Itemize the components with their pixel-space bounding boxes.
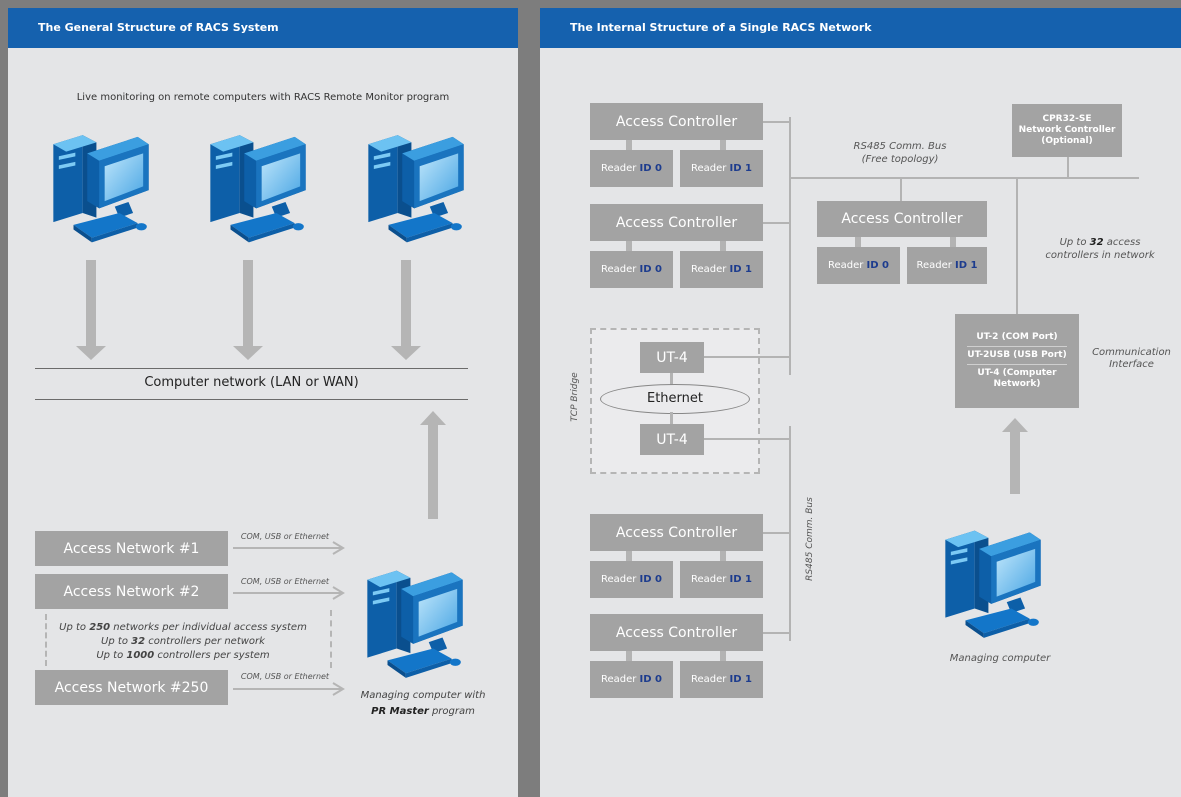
network-line-bottom [35,399,468,400]
up-to-32-note: Up to 32 access controllers in network [1045,237,1155,261]
access-controller: Access Controller [590,614,763,651]
reader-id1: Reader ID 1 [680,251,763,288]
dashed-right [330,610,332,668]
arrow-right-icon [233,586,345,600]
communication-interface-box: UT-2 (COM Port) UT-2USB (USB Port) UT-4 … [955,314,1079,408]
bus-vertical-bottom [789,426,791,641]
rs485-bus-label: RS485 Comm. Bus (Free topology) [853,141,947,165]
reader-id0: Reader ID 0 [590,561,673,598]
ethernet-ellipse: Ethernet [600,384,750,414]
arrow-down-icon [391,260,421,360]
monitoring-caption: Live monitoring on remote computers with… [76,92,450,103]
access-network-1: Access Network #1 [35,531,228,566]
reader-id1: Reader ID 1 [680,561,763,598]
access-network-2: Access Network #2 [35,574,228,609]
access-controller: Access Controller [590,514,763,551]
limit-line-2: Up to 32 controllers per network [101,636,265,647]
access-controller: Access Controller [817,201,987,237]
connection-label-1: COM, USB or Ethernet [240,532,330,541]
computer-icon [203,118,313,253]
reader-id1: Reader ID 1 [907,247,987,284]
reader-id0: Reader ID 0 [590,150,673,187]
right-panel-title: The Internal Structure of a Single RACS … [540,8,1181,48]
left-panel: The General Structure of RACS System Liv… [8,8,518,797]
bus-horizontal [789,177,1139,179]
limits-text: Up to 250 networks per individual access… [48,621,318,663]
comm-interface-label: Communication Interface [1092,347,1171,370]
reader-id0: Reader ID 0 [590,661,673,698]
computer-icon [361,118,471,253]
reader-id0: Reader ID 0 [590,251,673,288]
ut4-top: UT-4 [640,342,704,373]
arrow-up-icon [1002,418,1028,494]
dashed-left [45,614,47,666]
bus-vertical-top [789,117,791,375]
managing-caption: Managing computer with PR Master program [360,690,486,717]
limit-line-3: Up to 1000 controllers per system [96,650,270,661]
ut4-bottom: UT-4 [640,424,704,455]
access-controller: Access Controller [590,103,763,140]
reader-id0: Reader ID 0 [817,247,900,284]
connection-label-2: COM, USB or Ethernet [240,577,330,586]
left-panel-title: The General Structure of RACS System [8,8,518,48]
arrow-right-icon [233,541,345,555]
access-network-250: Access Network #250 [35,670,228,705]
reader-id1: Reader ID 1 [680,150,763,187]
computer-icon [938,516,1048,646]
cpr32-se-box: CPR32-SE Network Controller (Optional) [1012,104,1122,157]
managing-computer-label: Managing computer [949,653,1051,664]
rs485-vertical-label: RS485 Comm. Bus [805,497,815,581]
access-controller: Access Controller [590,204,763,241]
network-line-top [35,368,468,369]
network-label: Computer network (LAN or WAN) [144,375,359,390]
arrow-right-icon [233,682,345,696]
reader-id1: Reader ID 1 [680,661,763,698]
connection-label-3: COM, USB or Ethernet [240,672,330,681]
tcp-bridge-label: TCP Bridge [570,372,580,422]
arrow-down-icon [76,260,106,360]
computer-icon [360,556,470,686]
limit-line-1: Up to 250 networks per individual access… [59,622,307,633]
arrow-up-icon [420,411,446,519]
computer-icon [46,118,156,253]
arrow-down-icon [233,260,263,360]
